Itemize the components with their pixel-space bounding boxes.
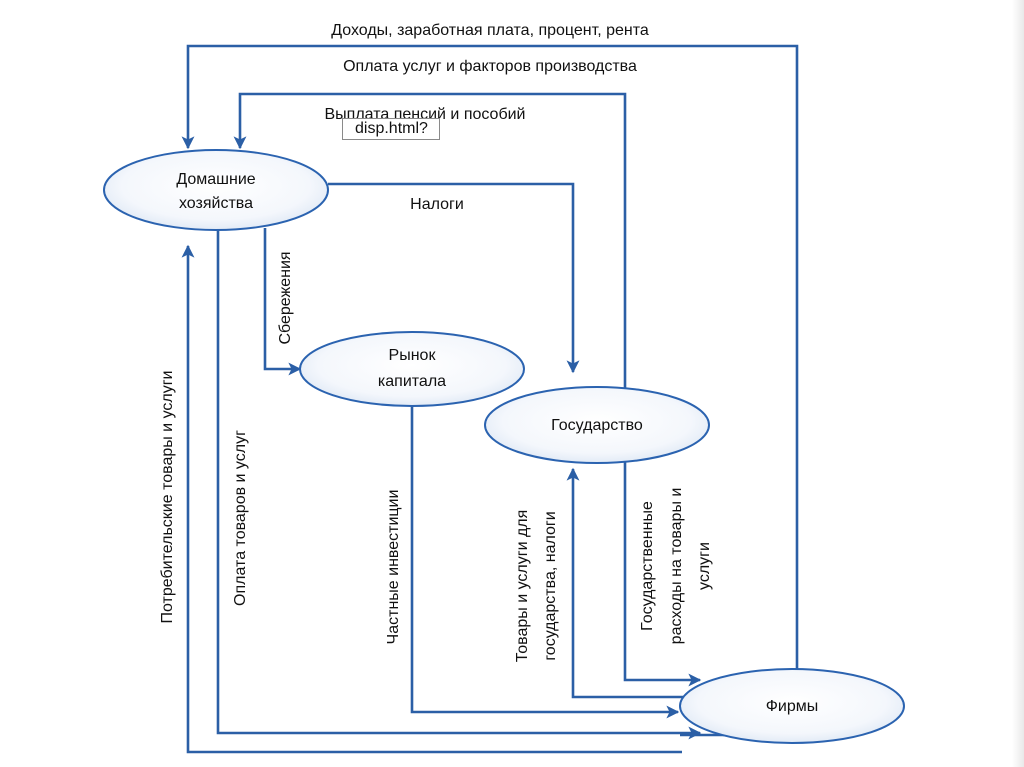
firms-label: Фирмы [766,698,819,715]
flow-goods-for-state [566,467,684,699]
label-gov-spending-line1: Государственные [639,501,656,631]
households-label-line2: хозяйства [179,195,253,212]
label-taxes: Налоги [410,196,464,213]
capital-market-label-line1: Рынок [389,347,437,364]
label-payment-goods: Оплата товаров и услуг [232,430,249,606]
label-private-investment: Частные инвестиции [385,490,402,645]
flow-gov-spending [623,462,702,687]
capital-market-label-line2: капитала [378,373,446,390]
flow-savings [263,228,302,376]
label-payment-services: Оплата услуг и факторов производства [343,58,637,75]
households-label-line1: Домашние [176,171,255,188]
flow-consumer-goods [181,244,682,754]
node-capital-market: Рынок капитала [299,331,525,407]
node-firms: Фирмы [679,668,905,744]
label-gov-spending-line3: услуги [696,542,713,590]
label-goods-for-state-line2: государства, налоги [542,511,559,660]
node-households: Домашние хозяйства [103,149,329,231]
url-tooltip-popup[interactable]: disp.html? [342,118,440,140]
label-consumer-goods: Потребительские товары и услуги [159,371,176,624]
flow-pensions [233,92,627,388]
page-edge-shadow [1012,0,1024,767]
label-savings: Сбережения [277,251,294,344]
flow-private-investment [410,404,680,719]
government-label: Государство [551,417,643,434]
flow-taxes [328,182,580,374]
label-gov-spending-line2: расходы на товары и [668,488,685,645]
label-goods-for-state-line1: Товары и услуги для [514,510,531,663]
label-incomes: Доходы, заработная плата, процент, рента [331,22,649,39]
node-government: Государство [484,386,710,464]
flow-payment-goods [216,228,702,740]
